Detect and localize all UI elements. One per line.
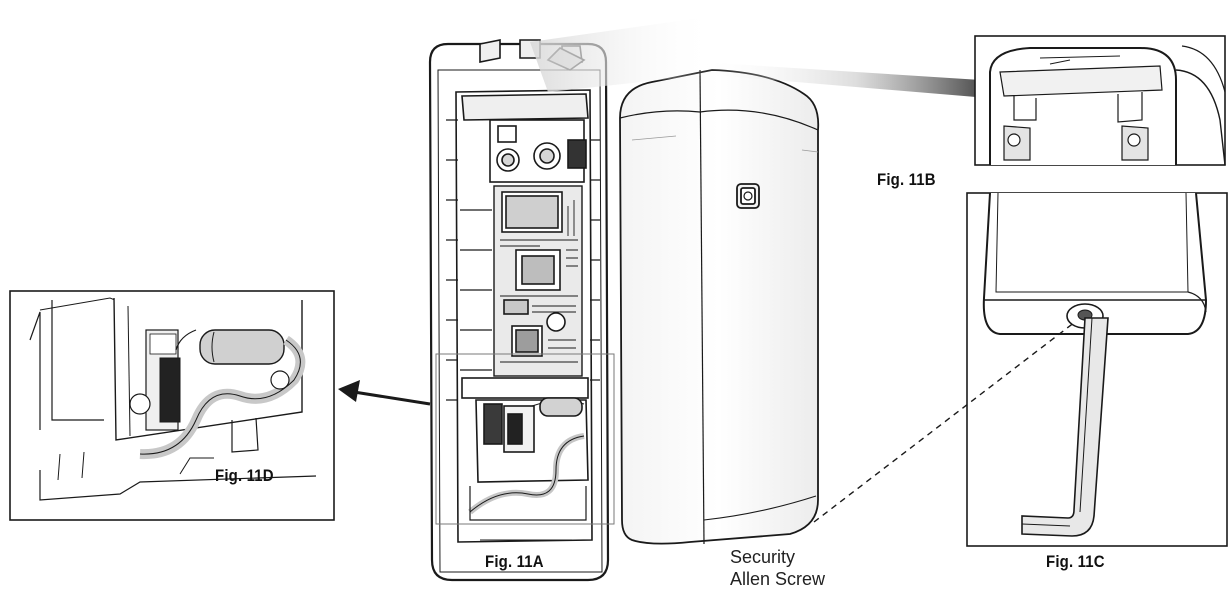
detail-beam-11b <box>530 18 1012 100</box>
device-cover <box>619 69 820 545</box>
fig-11b-label: Fig. 11B <box>877 170 936 189</box>
device-base-open <box>428 39 610 582</box>
fig-11a-label: Fig. 11A <box>485 552 544 571</box>
callout-line-1: Security <box>730 547 796 567</box>
fig-11d-label: Fig. 11D <box>215 466 274 485</box>
fig-11c-detail <box>966 192 1228 547</box>
fig-11b-detail <box>974 35 1226 166</box>
callout-line-2: Allen Screw <box>730 569 826 589</box>
fig-11d-detail <box>9 290 335 521</box>
fig-11c-label: Fig. 11C <box>1046 552 1105 571</box>
fig-11a-detail-frame <box>435 353 615 525</box>
security-allen-screw-label: Security Allen Screw <box>730 546 825 590</box>
arrow-to-fig-11d <box>338 380 431 406</box>
